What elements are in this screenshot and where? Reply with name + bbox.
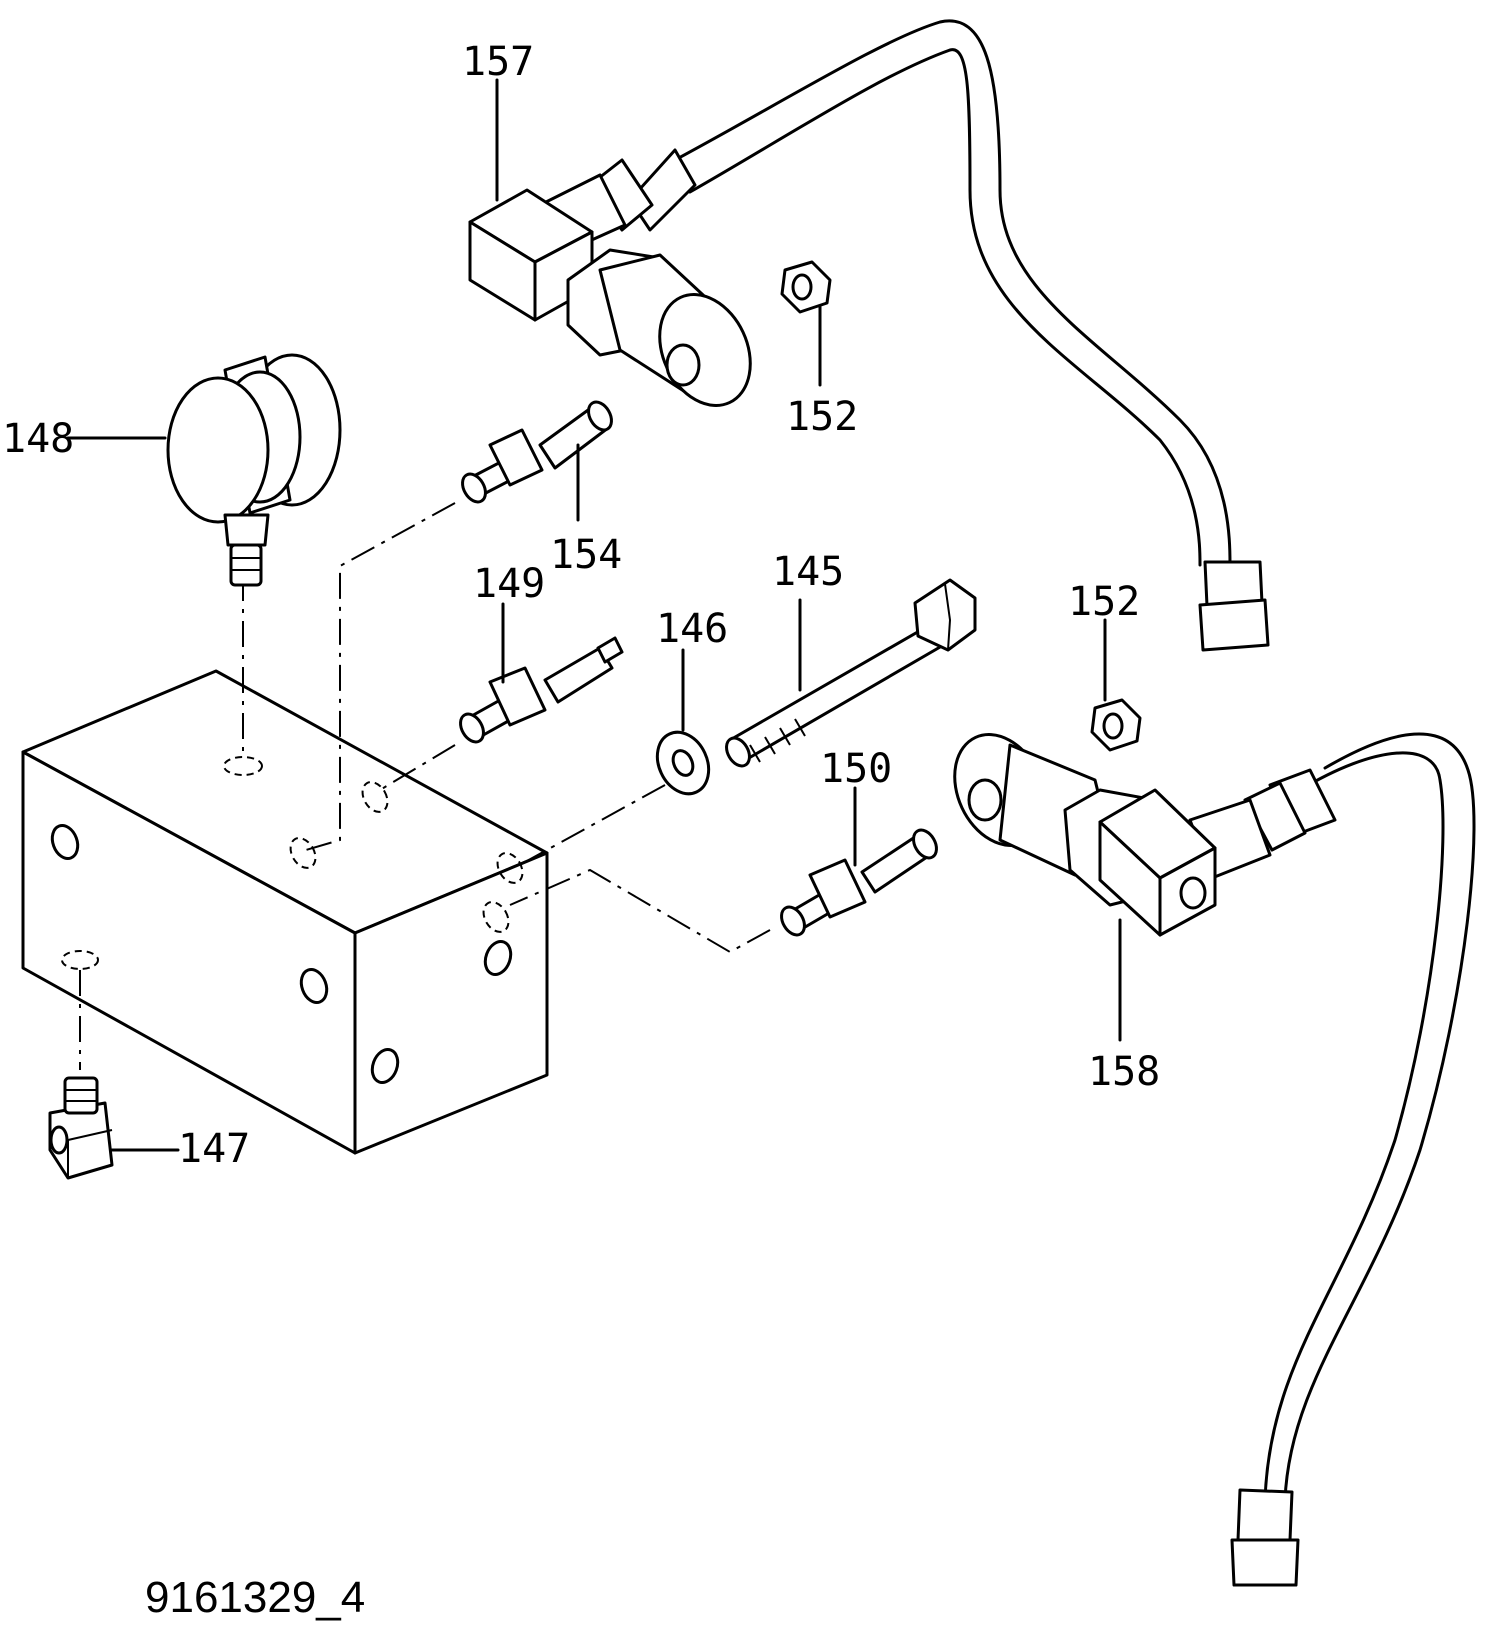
- elbow-fitting-147: [48, 1076, 180, 1180]
- callout-152-upper: 152: [786, 394, 858, 440]
- callout-147: 147: [178, 1126, 250, 1172]
- bolt-145: [725, 578, 977, 768]
- center-lines: [79, 502, 771, 1070]
- callout-149: 149: [473, 561, 545, 607]
- adapter-150: [780, 786, 938, 937]
- valve-block: [21, 669, 549, 1155]
- callout-157: 157: [462, 39, 534, 85]
- nut-152-upper: [780, 260, 832, 387]
- adapter-154: [461, 400, 613, 522]
- callout-158: 158: [1088, 1049, 1160, 1095]
- callout-148: 148: [2, 416, 74, 462]
- pipe-assembly-157: [468, 19, 1270, 652]
- callout-154: 154: [550, 532, 622, 578]
- adapter-149: [459, 602, 624, 744]
- pressure-gauge: [66, 353, 342, 587]
- washer-146: [655, 648, 711, 796]
- callout-145: 145: [772, 549, 844, 595]
- callout-152-lower: 152: [1068, 579, 1140, 625]
- pipe-assembly-158: [953, 732, 1476, 1587]
- drawing-number: 9161329_4: [145, 1573, 365, 1622]
- nut-152-lower: [1090, 618, 1142, 752]
- callout-150: 150: [820, 746, 892, 792]
- callout-146: 146: [656, 606, 728, 652]
